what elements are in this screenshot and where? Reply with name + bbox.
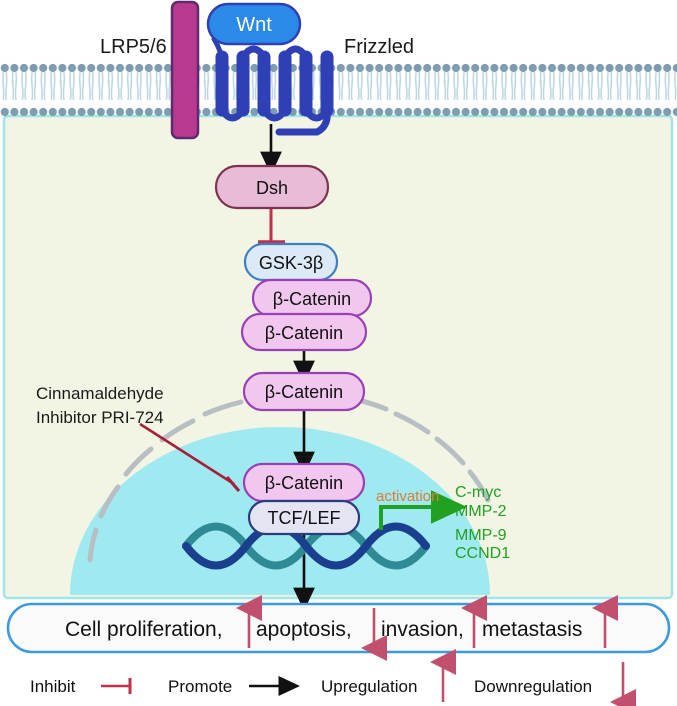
- lrp5-6-title: LRP5/6: [100, 36, 167, 58]
- node-beta-catenin-1: β-Catenin: [251, 278, 373, 318]
- legend-label-inhibit: Inhibit: [30, 677, 76, 696]
- node-label-beta-catenin-nuclear: β-Catenin: [265, 473, 343, 493]
- wnt-ligand: [206, 2, 302, 46]
- node-label-beta-catenin-2: β-Catenin: [265, 323, 343, 343]
- legend-label-promote: Promote: [168, 677, 232, 696]
- legend-label-upregulation: Upregulation: [321, 677, 417, 696]
- target-gene-2: MMP-9: [455, 527, 507, 544]
- node-gsk3b: GSK-3β: [243, 242, 339, 282]
- node-tcf-lef: TCF/LEF: [247, 499, 361, 536]
- inhibitor-line1: Cinnamaldehyde: [36, 384, 164, 403]
- outcome-segment-1: apoptosis,: [256, 618, 352, 641]
- frizzled-title: Frizzled: [344, 36, 415, 58]
- activation-label: activation: [376, 488, 439, 505]
- node-label-dsh: Dsh: [256, 178, 288, 198]
- outcome-segment-0: Cell proliferation,: [65, 618, 223, 641]
- legend-label-downregulation: Downregulation: [474, 677, 592, 696]
- dna-double-helix: [182, 522, 430, 570]
- wnt-label: Wnt: [236, 14, 272, 36]
- node-beta-catenin-2: β-Catenin: [240, 312, 368, 352]
- node-beta-catenin-3: β-Catenin: [242, 371, 366, 412]
- node-label-beta-catenin-1: β-Catenin: [273, 289, 351, 309]
- node-dsh: Dsh: [214, 164, 330, 210]
- frizzled-receptor: [211, 36, 334, 136]
- inhibitor-arrow: [139, 422, 241, 493]
- target-gene-3: CCND1: [455, 545, 510, 562]
- node-label-beta-catenin-3: β-Catenin: [265, 382, 343, 402]
- inhibitor-line2: Inhibitor PRI-724: [36, 408, 164, 427]
- outcome-box: Cell proliferation, apoptosis, invasion,…: [6, 595, 671, 661]
- activation-arrow: [379, 490, 467, 530]
- target-gene-1: MMP-2: [455, 503, 507, 520]
- node-label-tcf-lef: TCF/LEF: [267, 508, 340, 528]
- node-beta-catenin-nuclear: β-Catenin: [242, 462, 366, 503]
- outcome-segment-3: metastasis: [482, 618, 582, 641]
- target-gene-0: C-myc: [455, 484, 501, 501]
- plasma-membrane: [0, 56, 677, 116]
- legend: Inhibit Promote Upregulation Downregulat…: [30, 649, 636, 706]
- node-label-gsk3b: GSK-3β: [259, 253, 323, 273]
- lrp5-6-receptor: [170, 0, 200, 140]
- outcome-segment-2: invasion,: [381, 618, 464, 641]
